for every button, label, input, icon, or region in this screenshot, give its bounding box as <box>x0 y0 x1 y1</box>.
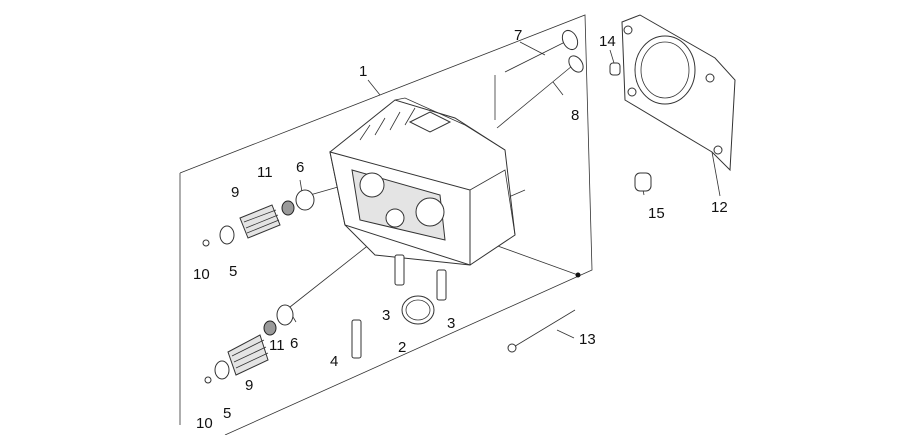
callout-5-lower: 5 <box>223 405 231 422</box>
callout-4: 4 <box>330 353 338 370</box>
callout-6-upper: 6 <box>296 159 304 176</box>
assembly-frame <box>179 14 593 435</box>
callout-2: 2 <box>398 339 406 356</box>
bushing-15 <box>634 172 652 192</box>
callout-10-lower: 10 <box>196 415 213 432</box>
callout-12: 12 <box>711 199 728 216</box>
callout-13: 13 <box>579 331 596 348</box>
callout-3-right: 3 <box>447 315 455 332</box>
callout-7: 7 <box>514 27 522 44</box>
stud-bolt <box>507 309 576 353</box>
callout-11-lower: 11 <box>269 337 285 354</box>
callout-8: 8 <box>571 107 579 124</box>
callout-5-upper: 5 <box>229 263 237 280</box>
pin-4 <box>351 319 362 359</box>
intake-valve <box>504 29 579 73</box>
dowel-3-right <box>436 269 447 301</box>
callouts: 1 2 3 3 4 5 5 6 6 7 8 9 9 10 10 11 11 12… <box>193 27 728 432</box>
callout-15: 15 <box>648 205 665 222</box>
callout-9-upper: 9 <box>231 184 239 201</box>
reference-dot <box>575 272 581 278</box>
callout-14: 14 <box>599 33 616 50</box>
callout-9-lower: 9 <box>245 377 253 394</box>
callout-3-left: 3 <box>382 307 390 324</box>
callout-11-upper: 11 <box>257 164 273 181</box>
upper-spring-assembly <box>202 189 315 247</box>
head-gasket <box>621 14 736 172</box>
callout-10-upper: 10 <box>193 266 210 283</box>
callout-6-lower: 6 <box>290 335 298 352</box>
cylinder-head <box>329 97 516 266</box>
lower-spring-assembly <box>204 304 294 384</box>
exhaust-valve <box>496 55 584 129</box>
callout-1: 1 <box>359 63 367 80</box>
dowel-3-left <box>394 254 405 286</box>
dowel-pin-14 <box>609 62 621 76</box>
